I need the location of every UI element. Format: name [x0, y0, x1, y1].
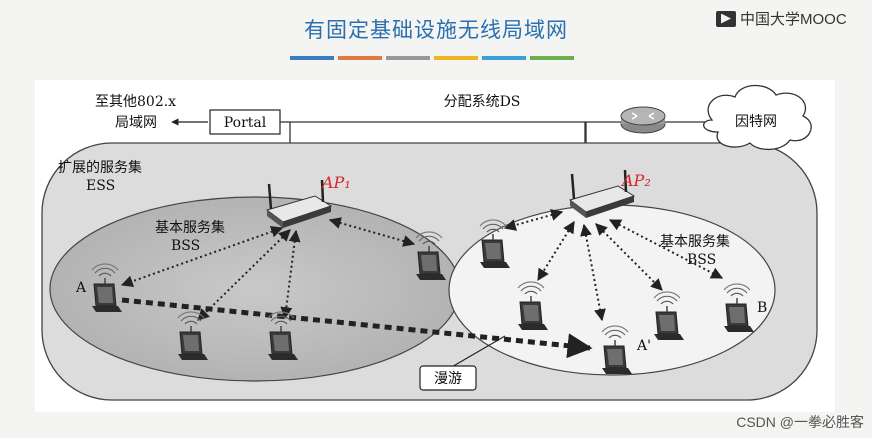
station-a-prime-label: A' [636, 338, 651, 354]
bss1-label-line2: BSS [171, 238, 200, 254]
mooc-brand-text: 中国大学MOOC [740, 11, 847, 28]
portal-label: Portal [224, 115, 267, 131]
ess-label-line1: 扩展的服务集 [58, 159, 142, 176]
router-icon [620, 106, 666, 134]
strip-6 [530, 56, 574, 60]
external-lan-label-line2: 局域网 [115, 115, 157, 131]
bss2-label-line1: 基本服务集 [660, 233, 730, 250]
ap1-label: AP₁ [320, 173, 351, 192]
bss1-links [120, 217, 416, 321]
strip-5 [482, 56, 526, 60]
internet-label: 因特网 [735, 114, 777, 130]
strip-1 [290, 56, 334, 60]
bss1-label-line1: 基本服务集 [155, 219, 225, 236]
bss2-label-line2: BSS [687, 252, 716, 268]
roaming-label: 漫游 [434, 371, 462, 387]
ap2-label: AP₂ [620, 171, 651, 190]
ess-label-line2: ESS [86, 178, 115, 194]
play-icon [716, 10, 736, 27]
strip-3 [386, 56, 430, 60]
ds-label: 分配系统DS [444, 94, 521, 110]
bss2-links [503, 209, 724, 322]
strip-4 [434, 56, 478, 60]
station-b-label: B [757, 300, 767, 316]
internet-cloud-icon [703, 84, 812, 151]
csdn-watermark: CSDN @一拳必胜客 [736, 414, 864, 430]
roaming-callout-line [449, 335, 506, 369]
roaming-box [419, 365, 477, 391]
roaming-path [121, 297, 593, 359]
station-a-label: A [75, 280, 87, 296]
external-lan-label-line1: 至其他802.x [95, 94, 176, 110]
mooc-logo: 中国大学MOOC [716, 8, 847, 29]
slide-title: 有固定基础设施无线局域网 [304, 18, 568, 42]
strip-2 [338, 56, 382, 60]
